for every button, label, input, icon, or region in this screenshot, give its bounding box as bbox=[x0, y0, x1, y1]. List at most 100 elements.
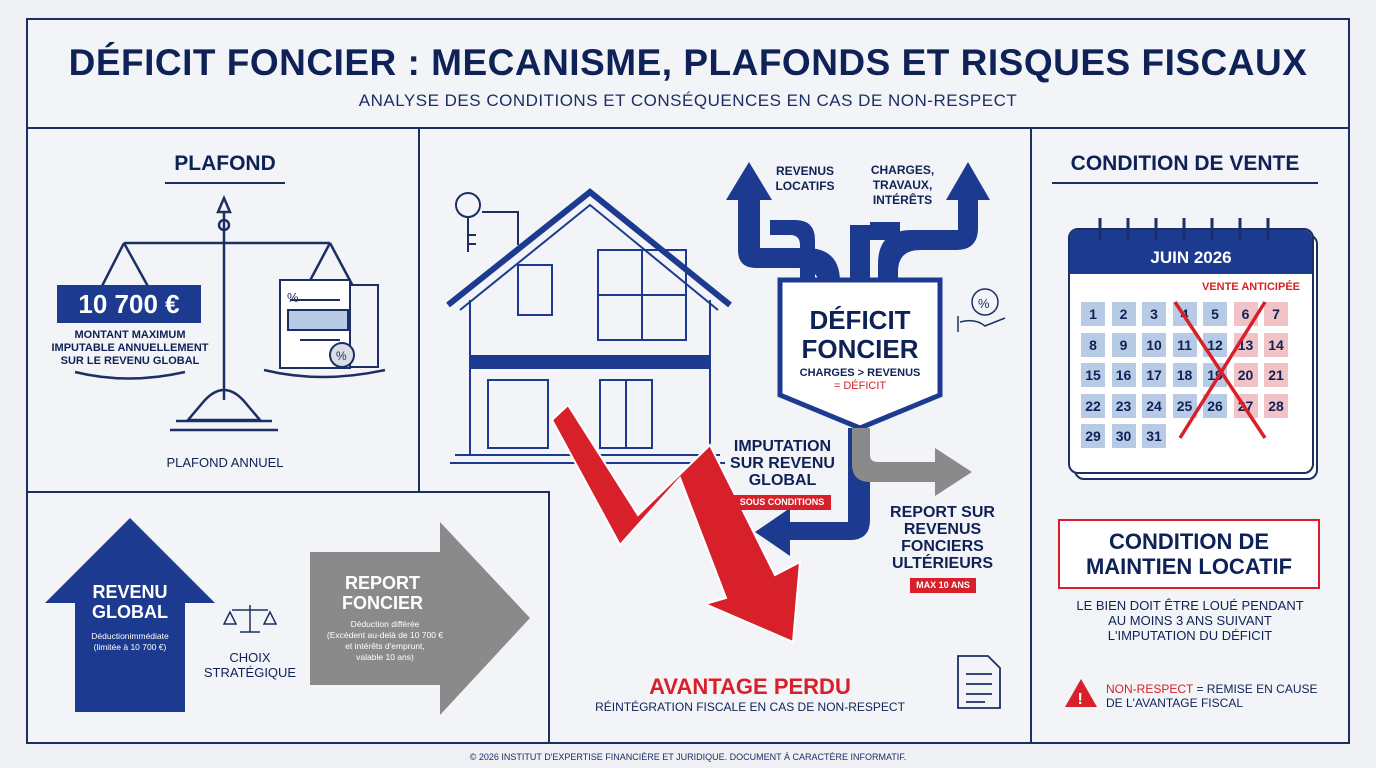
calendar-day-5: 5 bbox=[1203, 302, 1227, 326]
deficit-foncier-title: DÉFICIT FONCIER bbox=[785, 306, 935, 364]
report-desc-line4: valable 10 ans) bbox=[356, 652, 414, 662]
report-foncier-title: REPORT FONCIER bbox=[315, 573, 450, 613]
calendar-day-2: 2 bbox=[1111, 302, 1136, 326]
calendar-month: JUIN 2026 bbox=[1070, 230, 1312, 274]
calendar-day-31: 31 bbox=[1142, 424, 1166, 448]
charges-line3: INTÉRÊTS bbox=[872, 193, 933, 207]
report-title-line1: REPORT bbox=[344, 573, 420, 593]
calendar-day-15: 15 bbox=[1081, 363, 1105, 387]
imputation-label: IMPUTATION SUR REVENU GLOBAL bbox=[720, 438, 845, 489]
left-divider bbox=[418, 127, 420, 492]
report-line2: REVENUS bbox=[903, 521, 982, 538]
calendar-day-22: 22 bbox=[1081, 393, 1105, 418]
calendar-day-11: 11 bbox=[1172, 332, 1197, 357]
report-line1: REPORT SUR bbox=[890, 504, 995, 521]
calendar-day-17: 17 bbox=[1142, 363, 1166, 387]
deficit-formula: CHARGES > REVENUS = DÉFICIT bbox=[785, 367, 935, 393]
report-line4: ULTÉRIEURS bbox=[891, 555, 994, 572]
revenu-global-up-arrow bbox=[45, 518, 530, 715]
calendar-day-25: 25 bbox=[1172, 393, 1197, 418]
plafond-desc-line2: IMPUTABLE ANNUELLEMENT bbox=[51, 342, 209, 354]
calendar-day-14: 14 bbox=[1264, 332, 1288, 357]
calendar-day-20: 20 bbox=[1233, 363, 1258, 387]
plafond-desc-line3: SUR LE REVENU GLOBAL bbox=[60, 355, 200, 367]
plafond-bottom-divider bbox=[26, 491, 550, 493]
formula-line1: CHARGES > REVENUS bbox=[799, 367, 921, 379]
page-title: DÉFICIT FONCIER : MECANISME, PLAFONDS ET… bbox=[68, 42, 1308, 83]
revenus-line2: LOCATIFS bbox=[775, 179, 835, 193]
choix-line1: CHOIX bbox=[229, 650, 271, 665]
revenu-global-title: REVENU GLOBAL bbox=[75, 582, 185, 622]
plafond-amount-badge: 10 700 € bbox=[57, 285, 201, 323]
house-illustration: % bbox=[446, 162, 1006, 709]
choix-strategique-label: CHOIX STRATÉGIQUE bbox=[200, 650, 300, 680]
calendar-day-24: 24 bbox=[1142, 393, 1166, 418]
report-desc-line1: Déduction différée bbox=[350, 619, 420, 629]
deficit-line2: FONCIER bbox=[801, 334, 919, 364]
calendar-day-7: 7 bbox=[1264, 302, 1288, 326]
choice-right-divider bbox=[548, 491, 550, 744]
plafond-caption: PLAFOND ANNUEL bbox=[166, 455, 284, 470]
charges-line2: TRAVAUX, bbox=[872, 178, 933, 192]
imputation-line3: GLOBAL bbox=[748, 472, 817, 489]
report-desc-line3: et intérêts d'emprunt, bbox=[345, 641, 425, 651]
vente-anticipee-label: VENTE ANTICIPÉE bbox=[1202, 281, 1300, 293]
report-title-line2: FONCIER bbox=[342, 593, 423, 613]
maintien-desc-line2: AU MOINS 3 ANS SUIVANT bbox=[1108, 613, 1272, 628]
calendar-day-16: 16 bbox=[1111, 363, 1136, 387]
vente-heading: CONDITION DE VENTE bbox=[1070, 152, 1300, 175]
revenu-desc-line1: Déductionimmédiate bbox=[91, 631, 169, 641]
maintien-line2: MAINTIEN LOCATIF bbox=[1085, 554, 1293, 579]
non-respect-rest: = REMISE EN CAUSE bbox=[1193, 682, 1318, 696]
revenu-global-desc: Déductionimmédiate (limitée à 10 700 €) bbox=[70, 631, 190, 653]
revenu-title-line1: REVENU bbox=[92, 582, 168, 602]
report-desc-line2: (Excédent au-delà de 10 700 € bbox=[326, 630, 444, 640]
calendar-day-1: 1 bbox=[1081, 302, 1105, 326]
footer-copyright: © 2026 INSTITUT D'EXPERTISE FINANCIÈRE E… bbox=[469, 752, 907, 762]
page-subtitle: ANALYSE DES CONDITIONS ET CONSÉQUENCES E… bbox=[358, 91, 1018, 110]
svg-text:%: % bbox=[336, 349, 347, 363]
non-respect-label: NON-RESPECT bbox=[1106, 682, 1194, 696]
imputation-line1: IMPUTATION bbox=[733, 438, 832, 455]
plafond-desc-line1: MONTANT MAXIMUM bbox=[74, 329, 186, 341]
report-foncier-desc: Déduction différée (Excédent au-delà de … bbox=[315, 619, 455, 663]
revenu-title-line2: GLOBAL bbox=[92, 602, 168, 622]
maintien-locatif-title: CONDITION DE MAINTIEN LOCATIF bbox=[1060, 529, 1318, 579]
right-divider bbox=[1030, 127, 1032, 744]
non-respect-warning: NON-RESPECT = REMISE EN CAUSE DE L'AVANT… bbox=[1106, 682, 1336, 710]
maintien-locatif-desc: LE BIEN DOIT ÊTRE LOUÉ PENDANT AU MOINS … bbox=[1040, 598, 1340, 643]
maintien-line1: CONDITION DE bbox=[1108, 529, 1270, 554]
charges-line1: CHARGES, bbox=[870, 163, 935, 177]
maintien-desc-line1: LE BIEN DOIT ÊTRE LOUÉ PENDANT bbox=[1076, 598, 1304, 613]
report-ulterieur-label: REPORT SUR REVENUS FONCIERS ULTÉRIEURS bbox=[880, 504, 1005, 572]
imputation-line2: SUR REVENU bbox=[730, 455, 835, 472]
avantage-perdu-desc: RÉINTÉGRATION FISCALE EN CAS DE NON-RESP… bbox=[595, 700, 905, 714]
deficit-line1: DÉFICIT bbox=[809, 305, 911, 335]
charges-label: CHARGES, TRAVAUX, INTÉRÊTS bbox=[855, 163, 950, 208]
calendar-day-18: 18 bbox=[1172, 363, 1197, 387]
calendar-day-28: 28 bbox=[1264, 393, 1288, 418]
maintien-desc-line3: L'IMPUTATION DU DÉFICIT bbox=[1107, 628, 1273, 643]
formula-line2: = DÉFICIT bbox=[833, 380, 887, 392]
report-line3: FONCIERS bbox=[901, 538, 984, 555]
svg-text:%: % bbox=[978, 296, 990, 311]
balance-scale-icon: % % bbox=[74, 194, 386, 432]
non-respect-line2: DE L'AVANTAGE FISCAL bbox=[1106, 696, 1243, 710]
revenu-desc-line2: (limitée à 10 700 €) bbox=[93, 642, 167, 652]
calendar-day-8: 8 bbox=[1081, 332, 1105, 357]
calendar-day-10: 10 bbox=[1142, 332, 1166, 357]
calendar-day-9: 9 bbox=[1111, 332, 1136, 357]
vente-heading-underline bbox=[1052, 182, 1318, 184]
choix-line2: STRATÉGIQUE bbox=[203, 665, 297, 680]
revenus-locatifs-label: REVENUS LOCATIFS bbox=[760, 164, 850, 194]
calendar-day-21: 21 bbox=[1264, 363, 1288, 387]
svg-text:%: % bbox=[287, 290, 299, 305]
calendar-day-3: 3 bbox=[1142, 302, 1166, 326]
plafond-heading-underline bbox=[165, 182, 285, 184]
revenus-line1: REVENUS bbox=[775, 164, 834, 178]
maintien-locatif-box: CONDITION DE MAINTIEN LOCATIF bbox=[1058, 519, 1320, 589]
calendar-day-29: 29 bbox=[1081, 424, 1105, 448]
